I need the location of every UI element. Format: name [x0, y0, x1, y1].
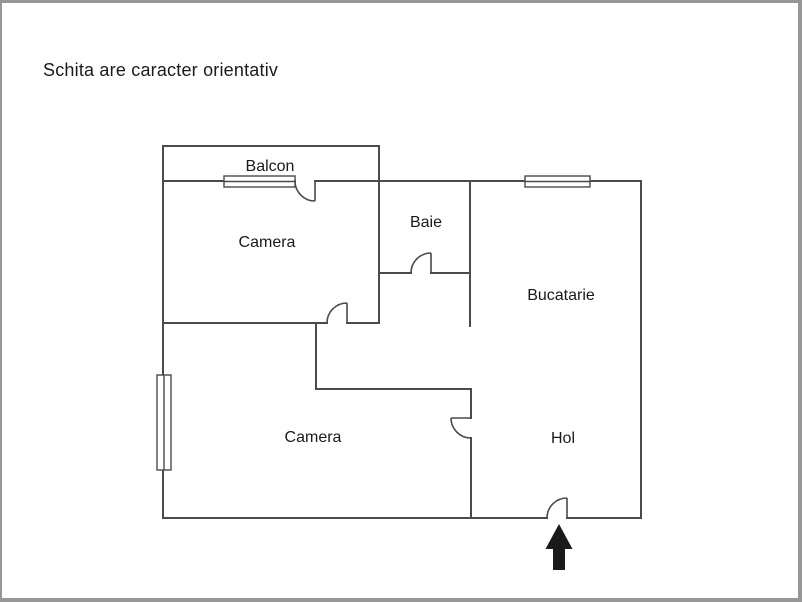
camera-top-door [326, 302, 348, 324]
entrance-door [546, 497, 568, 519]
door-swing-arc [450, 417, 472, 439]
page-title: Schita are caracter orientativ [43, 60, 279, 80]
floor-plan-drawing: Balcon Camera Baie Bucatarie Camera Hol [156, 145, 642, 570]
door-swing-arc [326, 302, 348, 324]
windows [156, 175, 591, 471]
door-swing-arc [410, 252, 432, 274]
room-label-hol: Hol [551, 430, 575, 447]
walls [162, 145, 642, 519]
entrance-arrow-icon [545, 524, 573, 570]
room-label-camera-bottom: Camera [285, 429, 342, 446]
room-labels: Balcon Camera Baie Bucatarie Camera Hol [239, 158, 595, 447]
door-swing-arc [546, 497, 568, 519]
room-label-baie: Baie [410, 214, 442, 231]
camera-bottom-door [450, 417, 472, 439]
room-label-camera-top: Camera [239, 234, 296, 251]
baie-door [410, 252, 432, 274]
balcon-door [294, 180, 316, 202]
wall-corridor-step [315, 322, 472, 390]
room-label-bucatarie: Bucatarie [527, 287, 595, 304]
room-label-balcon: Balcon [246, 158, 295, 175]
doors [294, 180, 568, 519]
door-swing-arc [294, 180, 316, 202]
